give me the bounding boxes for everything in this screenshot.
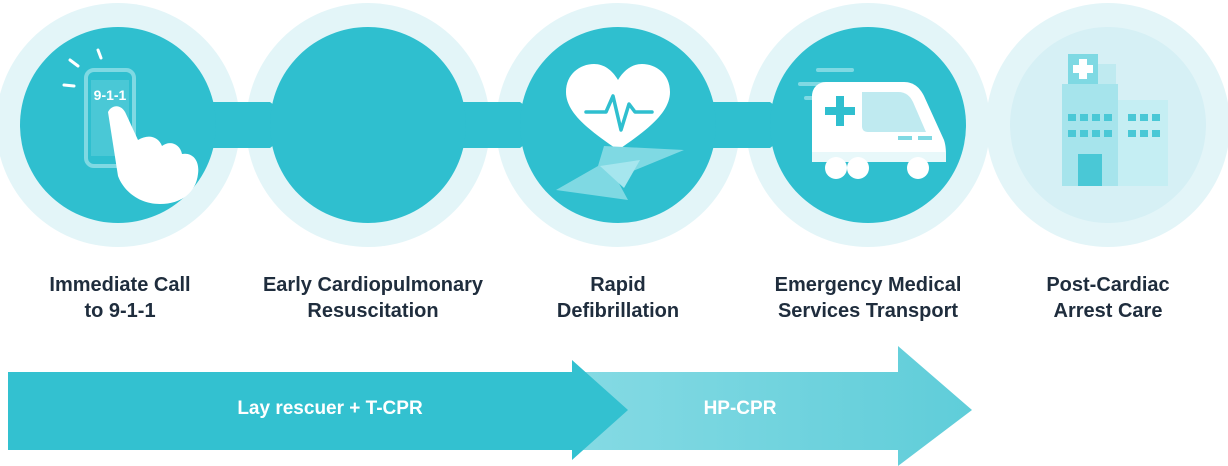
step-label-line: Defibrillation	[556, 300, 680, 322]
step-label-line: Emergency Medical	[774, 274, 962, 296]
lay-rescuer-label: Lay rescuer + T-CPR	[237, 398, 423, 419]
step-label-immediate-call: Immediate Call to 9-1-1	[0, 272, 240, 324]
step-label-line: Post-Cardiac	[1046, 274, 1170, 296]
step-label-line: to 9-1-1	[84, 300, 156, 322]
hp-cpr-arrow	[490, 346, 972, 466]
step-label-post-cardiac: Post-Cardiac Arrest Care	[988, 272, 1228, 324]
hospital-icon	[1062, 54, 1168, 186]
ambulance-icon	[798, 68, 946, 179]
heart-defibrillation-icon	[556, 64, 684, 200]
step-circle-2	[270, 27, 466, 223]
lay-rescuer-arrow	[8, 360, 628, 460]
hp-cpr-label: HP-CPR	[703, 398, 777, 419]
step-label-line: Immediate Call	[49, 274, 191, 296]
step-label-line: Rapid	[590, 274, 646, 296]
phone-911-text: 9-1-1	[94, 87, 127, 103]
phone-911-icon: 9-1-1	[62, 48, 199, 204]
step-label-line: Services Transport	[777, 300, 959, 322]
connector-link-4	[960, 104, 1010, 146]
step-label-line: Early Cardiopulmonary	[262, 274, 484, 296]
step-label-line: Arrest Care	[1053, 300, 1163, 322]
step-label-line: Resuscitation	[307, 300, 439, 322]
step-label-rapid-defibrillation: Rapid Defibrillation	[498, 272, 738, 324]
step-label-early-cpr: Early Cardiopulmonary Resuscitation	[248, 272, 498, 324]
step-label-ems-transport: Emergency Medical Services Transport	[748, 272, 988, 324]
